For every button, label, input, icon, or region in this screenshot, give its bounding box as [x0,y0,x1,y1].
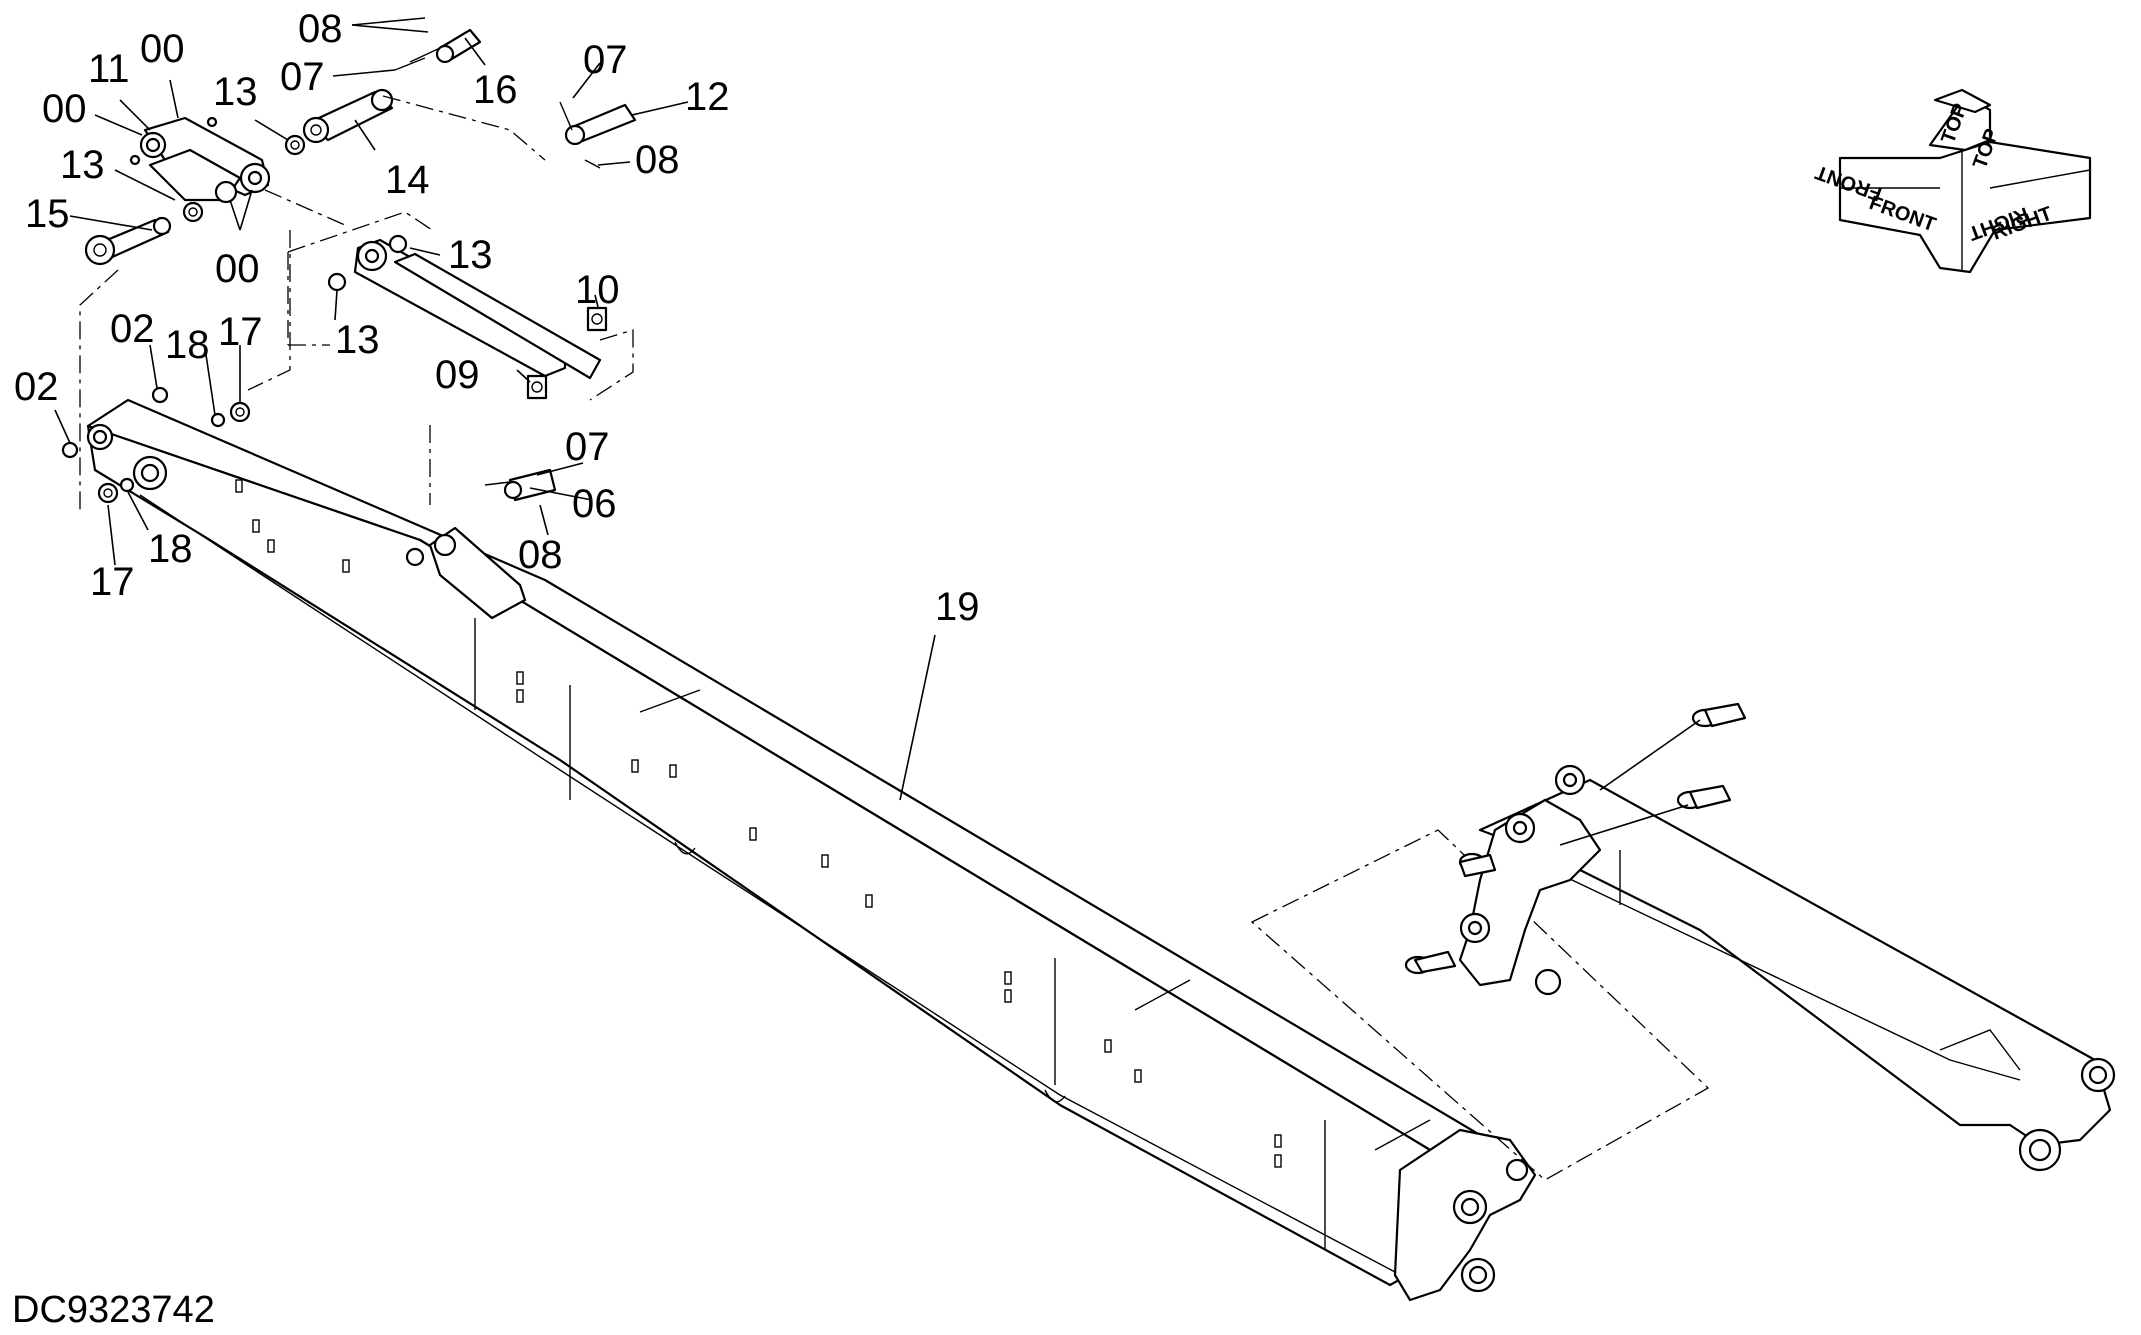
callout-13: 13 [60,143,105,187]
callout-17: 17 [218,310,263,354]
callout-19: 19 [935,585,980,629]
callout-08: 08 [298,7,343,51]
callout-02: 02 [14,365,59,409]
callout-00: 00 [140,27,185,71]
callout-07: 07 [583,38,628,82]
callout-08: 08 [635,138,680,182]
callout-06: 06 [572,482,617,526]
assembly-lines [79,95,546,510]
callout-00: 00 [42,87,87,131]
callout-15: 15 [25,192,70,236]
boom-main [86,398,1537,1302]
callout-08: 08 [518,533,563,577]
cylinder-assembly [287,211,634,401]
callout-13: 13 [335,318,380,362]
callout-13: 13 [213,70,258,114]
callout-07: 07 [565,425,610,469]
callout-00: 00 [215,247,260,291]
callout-12: 12 [685,75,730,119]
callout-17: 17 [90,560,135,604]
boom-inset [1250,702,2116,1181]
callout-14: 14 [385,158,430,202]
orientation-indicator: TOP FRONT RIGHT RIGHT FRONT TOP [1813,88,2092,274]
drawing-id: DC9323742 [12,1289,215,1331]
callout-18: 18 [165,323,210,367]
link-group [61,28,637,504]
callout-18: 18 [148,527,193,571]
callout-labels: 08 07 16 11 00 00 13 14 07 12 08 13 15 0… [14,7,980,629]
callout-09: 09 [435,353,480,397]
callout-11: 11 [88,47,130,91]
callout-02: 02 [110,307,155,351]
leader-lines [54,17,936,801]
callout-13: 13 [448,233,493,277]
callout-16: 16 [473,68,518,112]
callout-07: 07 [280,55,325,99]
callout-10: 10 [575,268,620,312]
